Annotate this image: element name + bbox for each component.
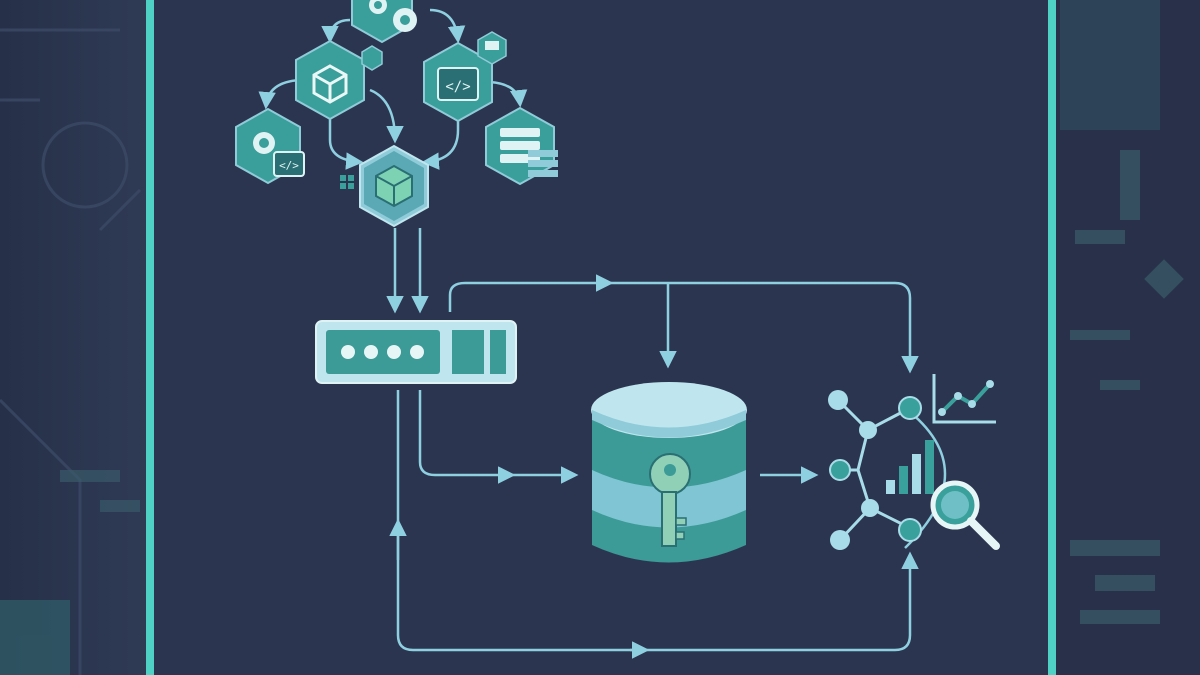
server-rack-node[interactable]: [485, 106, 558, 186]
cube-node[interactable]: [295, 39, 383, 121]
network-nodes-icon: [828, 390, 922, 550]
gear-code-node[interactable]: </>: [235, 107, 305, 185]
panel-slot-2: [490, 330, 506, 374]
key-icon: [649, 453, 691, 547]
cube-icon: [375, 164, 413, 208]
line-chart-icon: [932, 374, 996, 424]
code-node[interactable]: </>: [423, 31, 507, 123]
grid-badge-icon: [340, 175, 354, 189]
database[interactable]: [591, 382, 747, 563]
cube-icon: [312, 64, 348, 104]
left-side-panel: [0, 0, 148, 675]
svg-text:</>: </>: [279, 159, 299, 172]
left-decoration-blocks: [0, 470, 140, 675]
analytics-cluster[interactable]: [828, 374, 1000, 550]
status-dots: [341, 345, 424, 359]
panel-slot-1: [452, 330, 484, 374]
connectors: [258, 8, 919, 659]
code-icon: </>: [437, 67, 479, 101]
right-frame-line: [1048, 0, 1056, 675]
gears-icon: [369, 0, 417, 32]
svg-text:</>: </>: [445, 79, 470, 95]
bar-chart-icon: [886, 440, 934, 494]
gear-code-icon: </>: [253, 132, 305, 177]
merge-cube-node[interactable]: [340, 144, 429, 228]
message-badge-glyph: [485, 41, 499, 50]
server-rack-icon: [500, 128, 558, 177]
magnifier-icon: [930, 480, 1000, 550]
load-balancer-panel[interactable]: [315, 320, 517, 384]
left-frame-line: [146, 0, 154, 675]
gears-node[interactable]: [351, 0, 417, 44]
shield-badge: [361, 45, 383, 71]
right-decoration: [1060, 0, 1184, 624]
